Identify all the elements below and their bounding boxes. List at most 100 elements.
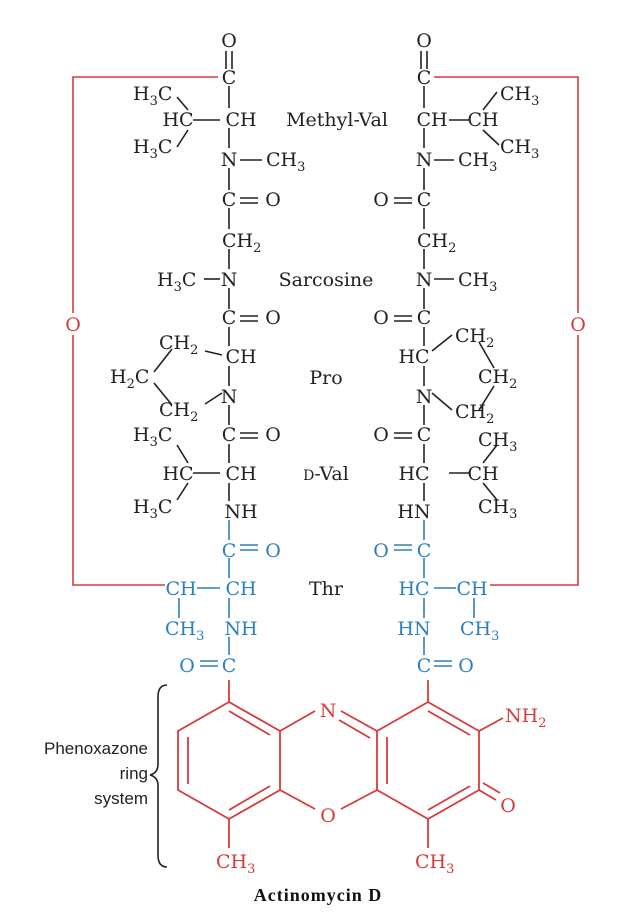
atom-ch: CH bbox=[165, 578, 196, 600]
atom-o: O bbox=[265, 189, 281, 211]
residue-d-val: D-Val bbox=[303, 463, 349, 485]
ring-nitrogen: N bbox=[320, 700, 337, 722]
group-h3c: H3C bbox=[133, 136, 172, 162]
group-h3c: H3C bbox=[133, 83, 172, 109]
ring-system-brace bbox=[149, 684, 168, 868]
atom-o: O bbox=[265, 307, 281, 329]
group-ch3: CH3 bbox=[415, 851, 454, 877]
atom-o: O bbox=[179, 655, 195, 677]
residue-pro: Pro bbox=[309, 367, 342, 389]
group-ch3: CH3 bbox=[500, 136, 539, 162]
group-ch3: CH3 bbox=[478, 429, 517, 455]
atom-c: C bbox=[222, 307, 237, 329]
label-line-2: ring bbox=[120, 764, 148, 783]
atom-ch: CH bbox=[225, 346, 256, 368]
lactone-links bbox=[72, 76, 579, 586]
right-chain-groups: CH3 CH3 CH3 CH2 CH3 CH2 CH2 CH2 CH3 CH3 bbox=[417, 83, 539, 522]
group-h3c: H3C bbox=[157, 269, 196, 295]
atom-hc: HC bbox=[162, 463, 193, 485]
atom-n: N bbox=[416, 149, 433, 171]
atom-o: O bbox=[373, 189, 389, 211]
phenoxazone-ring-bonds bbox=[177, 680, 504, 848]
atom-n: N bbox=[416, 269, 433, 291]
residue-labels: Methyl-Val Sarcosine Pro D-Val Thr bbox=[279, 109, 388, 600]
atom-hc: HC bbox=[398, 578, 429, 600]
atom-hn: HN bbox=[397, 618, 430, 640]
atom-c: C bbox=[222, 424, 237, 446]
atom-ch: CH bbox=[225, 109, 256, 131]
atom-c: C bbox=[222, 540, 237, 562]
residue-sarcosine: Sarcosine bbox=[279, 269, 374, 291]
residue-thr: Thr bbox=[309, 578, 344, 600]
group-ch2: CH2 bbox=[455, 401, 494, 427]
phenoxazone-label: Phenoxazone ring system bbox=[44, 739, 148, 808]
atom-o: O bbox=[458, 655, 474, 677]
lactone-oxygen-left: O bbox=[65, 314, 81, 336]
atom-o: O bbox=[373, 540, 389, 562]
right-chain-bonds bbox=[394, 51, 500, 501]
atom-c: C bbox=[417, 189, 432, 211]
atom-n: N bbox=[221, 386, 238, 408]
atom-ch: CH bbox=[467, 109, 498, 131]
left-chain-groups: H3C H3C CH3 CH2 H3C CH2 H2C CH2 H3C H3C bbox=[110, 83, 305, 522]
label-line-1: Phenoxazone bbox=[44, 739, 148, 758]
group-ch2: CH2 bbox=[417, 230, 456, 256]
atom-o: O bbox=[373, 424, 389, 446]
group-ch2: CH2 bbox=[159, 399, 198, 425]
group-ch2: CH2 bbox=[159, 332, 198, 358]
atom-ch: CH bbox=[416, 109, 447, 131]
residue-methyl-val: Methyl-Val bbox=[286, 109, 388, 131]
group-h2c: H2C bbox=[110, 366, 149, 392]
atom-ch: CH bbox=[225, 578, 256, 600]
atom-o: O bbox=[265, 424, 281, 446]
atom-hc: HC bbox=[398, 463, 429, 485]
atom-hc: HC bbox=[162, 109, 193, 131]
group-ch2: CH2 bbox=[455, 325, 494, 351]
group-ch3: CH3 bbox=[458, 269, 497, 295]
atom-c: C bbox=[417, 655, 432, 677]
atom-nh: NH bbox=[224, 618, 257, 640]
atom-ch: CH bbox=[456, 578, 487, 600]
red-atoms: O O N O O bbox=[65, 314, 586, 827]
atom-o: O bbox=[221, 30, 237, 52]
group-h3c: H3C bbox=[133, 424, 172, 450]
atom-o: O bbox=[265, 540, 281, 562]
group-ch2: CH2 bbox=[478, 366, 517, 392]
ketone-oxygen: O bbox=[500, 795, 516, 817]
atom-hc: HC bbox=[398, 346, 429, 368]
group-ch3: CH3 bbox=[500, 83, 539, 109]
atom-c: C bbox=[222, 189, 237, 211]
group-ch3: CH3 bbox=[458, 149, 497, 175]
left-chain-bonds bbox=[153, 51, 262, 501]
atom-n: N bbox=[221, 149, 238, 171]
atom-c: C bbox=[417, 424, 432, 446]
group-ch3: CH3 bbox=[478, 496, 517, 522]
group-ch3: CH3 bbox=[460, 618, 499, 644]
label-line-3: system bbox=[94, 789, 148, 808]
left-chain-atoms: O C CH N C N C CH N C CH NH HC HC O O O bbox=[162, 30, 280, 523]
group-ch3: CH3 bbox=[165, 618, 204, 644]
atom-hn: HN bbox=[397, 501, 430, 523]
atom-o: O bbox=[416, 30, 432, 52]
atom-ch: CH bbox=[467, 463, 498, 485]
atom-o: O bbox=[373, 307, 389, 329]
lactone-oxygen-right: O bbox=[570, 314, 586, 336]
threonine-bonds bbox=[178, 520, 475, 667]
atom-c: C bbox=[417, 307, 432, 329]
atom-c: C bbox=[417, 540, 432, 562]
right-chain-atoms: O C CH N C N C HC N C HC HN CH CH O O O bbox=[373, 30, 498, 523]
threonine-atoms: C O CH CH NH C O C O HC CH HN C O bbox=[165, 540, 487, 677]
atom-c: C bbox=[222, 67, 237, 89]
atom-c: C bbox=[417, 67, 432, 89]
threonine-groups: CH3 CH3 bbox=[165, 618, 499, 644]
group-ch2: CH2 bbox=[222, 230, 261, 256]
figure-title: Actinomycin D bbox=[254, 885, 383, 905]
group-nh2: NH2 bbox=[505, 705, 546, 731]
atom-n: N bbox=[416, 386, 433, 408]
group-ch3: CH3 bbox=[216, 851, 255, 877]
atom-c: C bbox=[222, 655, 237, 677]
group-ch3: CH3 bbox=[266, 149, 305, 175]
atom-nh: NH bbox=[224, 501, 257, 523]
